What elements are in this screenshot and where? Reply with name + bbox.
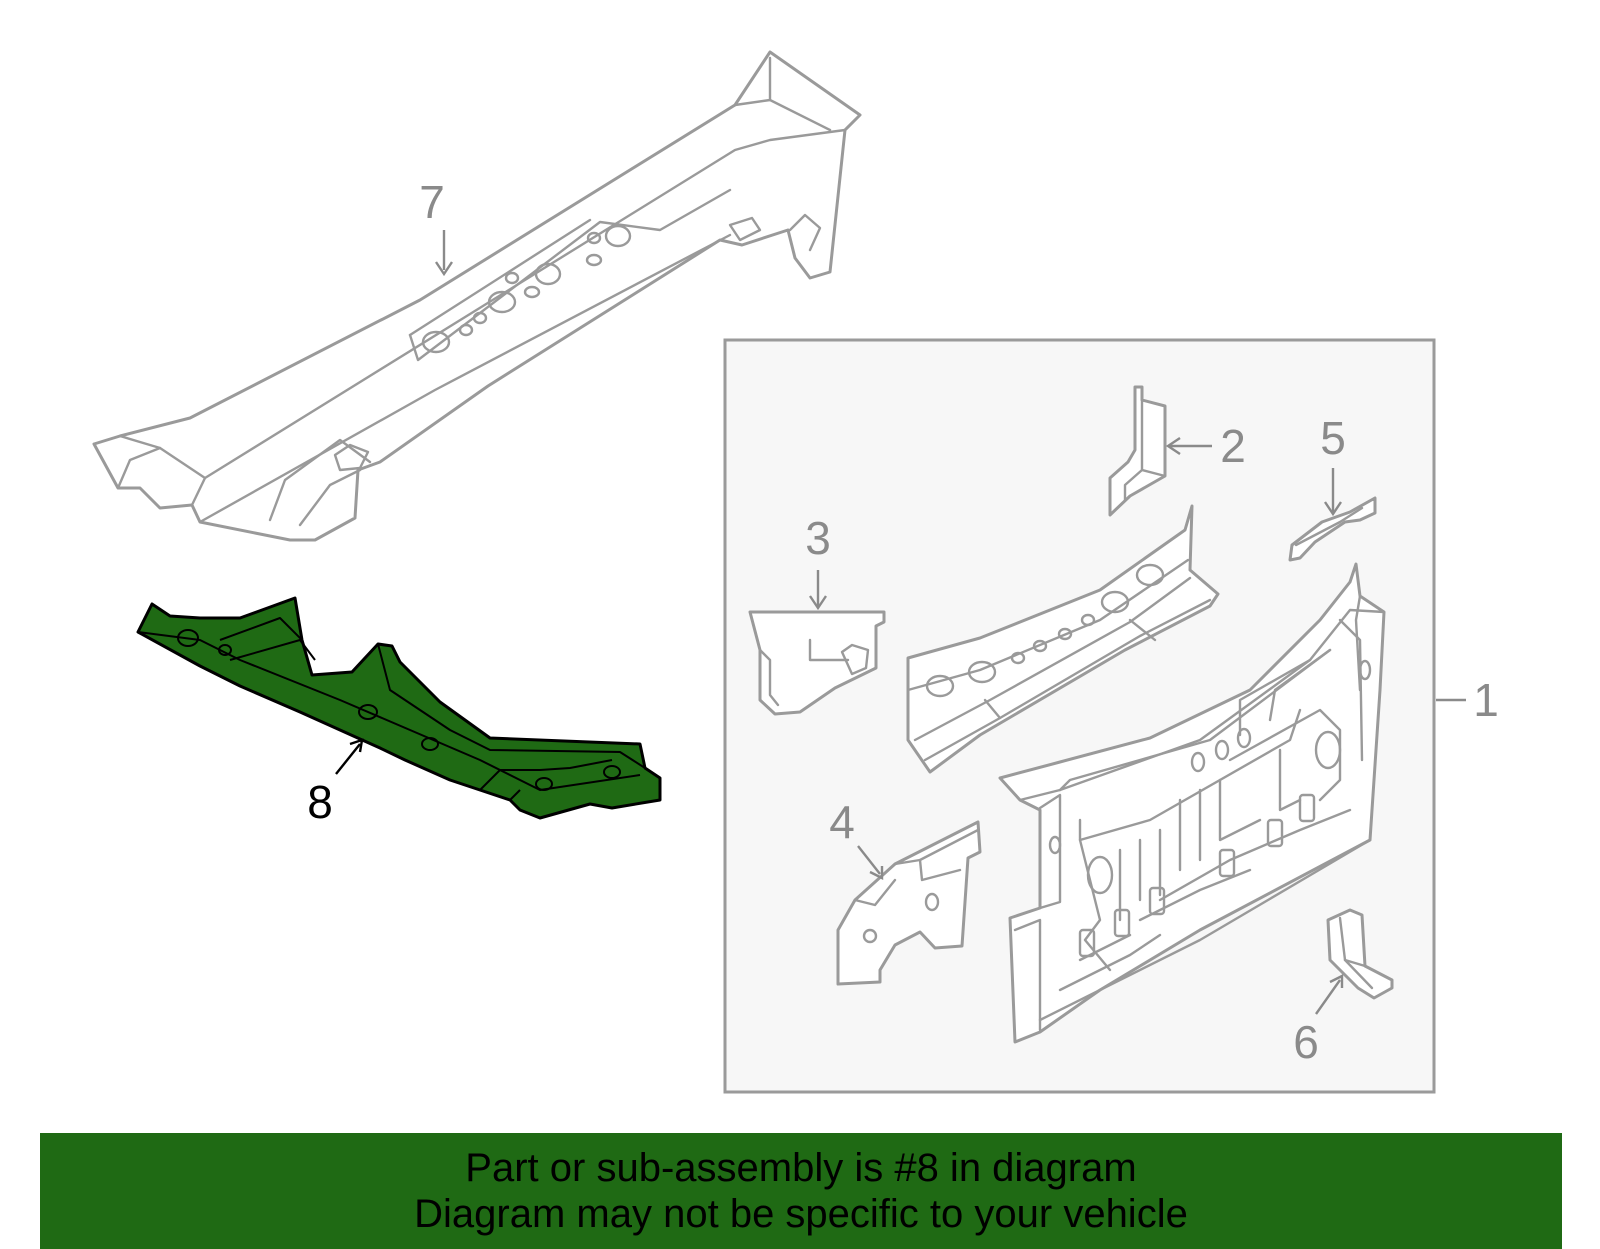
- cross-member-panel[interactable]: [906, 504, 1220, 774]
- callout-1: 1: [1473, 674, 1499, 726]
- part-5-bracket[interactable]: 5: [1288, 412, 1377, 562]
- part-7-cowl-panel[interactable]: 7: [92, 50, 862, 542]
- part-6-bracket[interactable]: 6: [1293, 908, 1394, 1068]
- callout-2: 2: [1220, 420, 1246, 472]
- callout-4: 4: [829, 796, 855, 848]
- parts-diagram: 7 8 1 2 5: [92, 50, 1499, 1094]
- banner-line-2: Diagram may not be specific to your vehi…: [414, 1192, 1188, 1236]
- callout-8: 8: [307, 776, 333, 828]
- banner-line-1: Part or sub-assembly is #8 in diagram: [465, 1146, 1137, 1190]
- part-8-reinforcement[interactable]: 8: [136, 596, 662, 828]
- notice-banner: Part or sub-assembly is #8 in diagram Di…: [40, 1133, 1562, 1249]
- part-2-bracket[interactable]: 2: [1108, 385, 1246, 517]
- dash-panel[interactable]: [998, 562, 1386, 1044]
- part-3-bracket[interactable]: 3: [748, 512, 886, 716]
- callout-7: 7: [419, 176, 445, 228]
- callout-3: 3: [805, 512, 831, 564]
- part-4-bracket[interactable]: 4: [829, 796, 982, 986]
- callout-6: 6: [1293, 1016, 1319, 1068]
- callout-5: 5: [1320, 412, 1346, 464]
